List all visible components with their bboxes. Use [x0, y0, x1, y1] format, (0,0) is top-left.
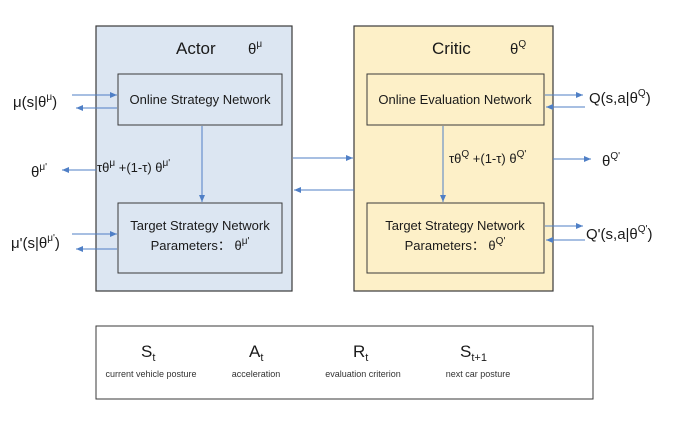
actor-param: θμ	[248, 39, 262, 58]
actor-target-params: Parameters： θμ'	[151, 236, 250, 253]
critic-target-network-box	[366, 202, 545, 274]
critic-target-params: Parameters： θQ'	[405, 236, 506, 253]
legend-symbol-reward: Rt	[353, 342, 368, 364]
critic-soft-update-formula: τθQ +(1-τ) θQ'	[449, 149, 526, 166]
actor-online-network-label: Online Strategy Network	[130, 92, 271, 107]
legend-desc-action: acceleration	[232, 369, 281, 379]
legend-box	[95, 325, 594, 400]
actor-online-io-label: μ(s|θμ)	[13, 92, 57, 111]
actor-title: Actor	[176, 39, 216, 58]
actor-target-network-box	[117, 202, 283, 274]
actor-online-network-box	[117, 73, 283, 126]
legend-desc-state: current vehicle posture	[105, 369, 196, 379]
legend-desc-next-state: next car posture	[446, 369, 511, 379]
legend: St current vehicle posture At accelerati…	[95, 325, 594, 400]
actor-panel: Actor θμ Online Strategy Network Target …	[95, 25, 293, 292]
critic-online-io-label: Q(s,a|θQ)	[589, 88, 651, 107]
critic-target-io-label: Q'(s,a|θQ')	[586, 224, 652, 243]
actor-soft-update-output-label: θμ'	[31, 162, 47, 181]
critic-panel: Critic θQ Online Evaluation Network Targ…	[353, 25, 554, 292]
actor-target-io-label: μ'(s|θμ')	[11, 233, 60, 252]
actor-soft-update-formula: τθμ +(1-τ) θμ'	[97, 158, 170, 175]
legend-desc-reward: evaluation criterion	[325, 369, 401, 379]
arrows	[62, 92, 591, 252]
actor-target-network-label: Target Strategy Network	[130, 218, 270, 233]
legend-symbol-state: St	[141, 342, 155, 364]
critic-target-network-label: Target Strategy Network	[385, 218, 525, 233]
legend-symbol-next-state: St+1	[460, 342, 487, 364]
critic-param: θQ	[510, 39, 526, 58]
critic-title: Critic	[432, 39, 471, 58]
critic-soft-update-output-label: θQ'	[602, 151, 620, 170]
legend-symbol-action: At	[249, 342, 263, 364]
critic-online-network-box	[366, 73, 545, 126]
critic-online-network-label: Online Evaluation Network	[378, 92, 532, 107]
